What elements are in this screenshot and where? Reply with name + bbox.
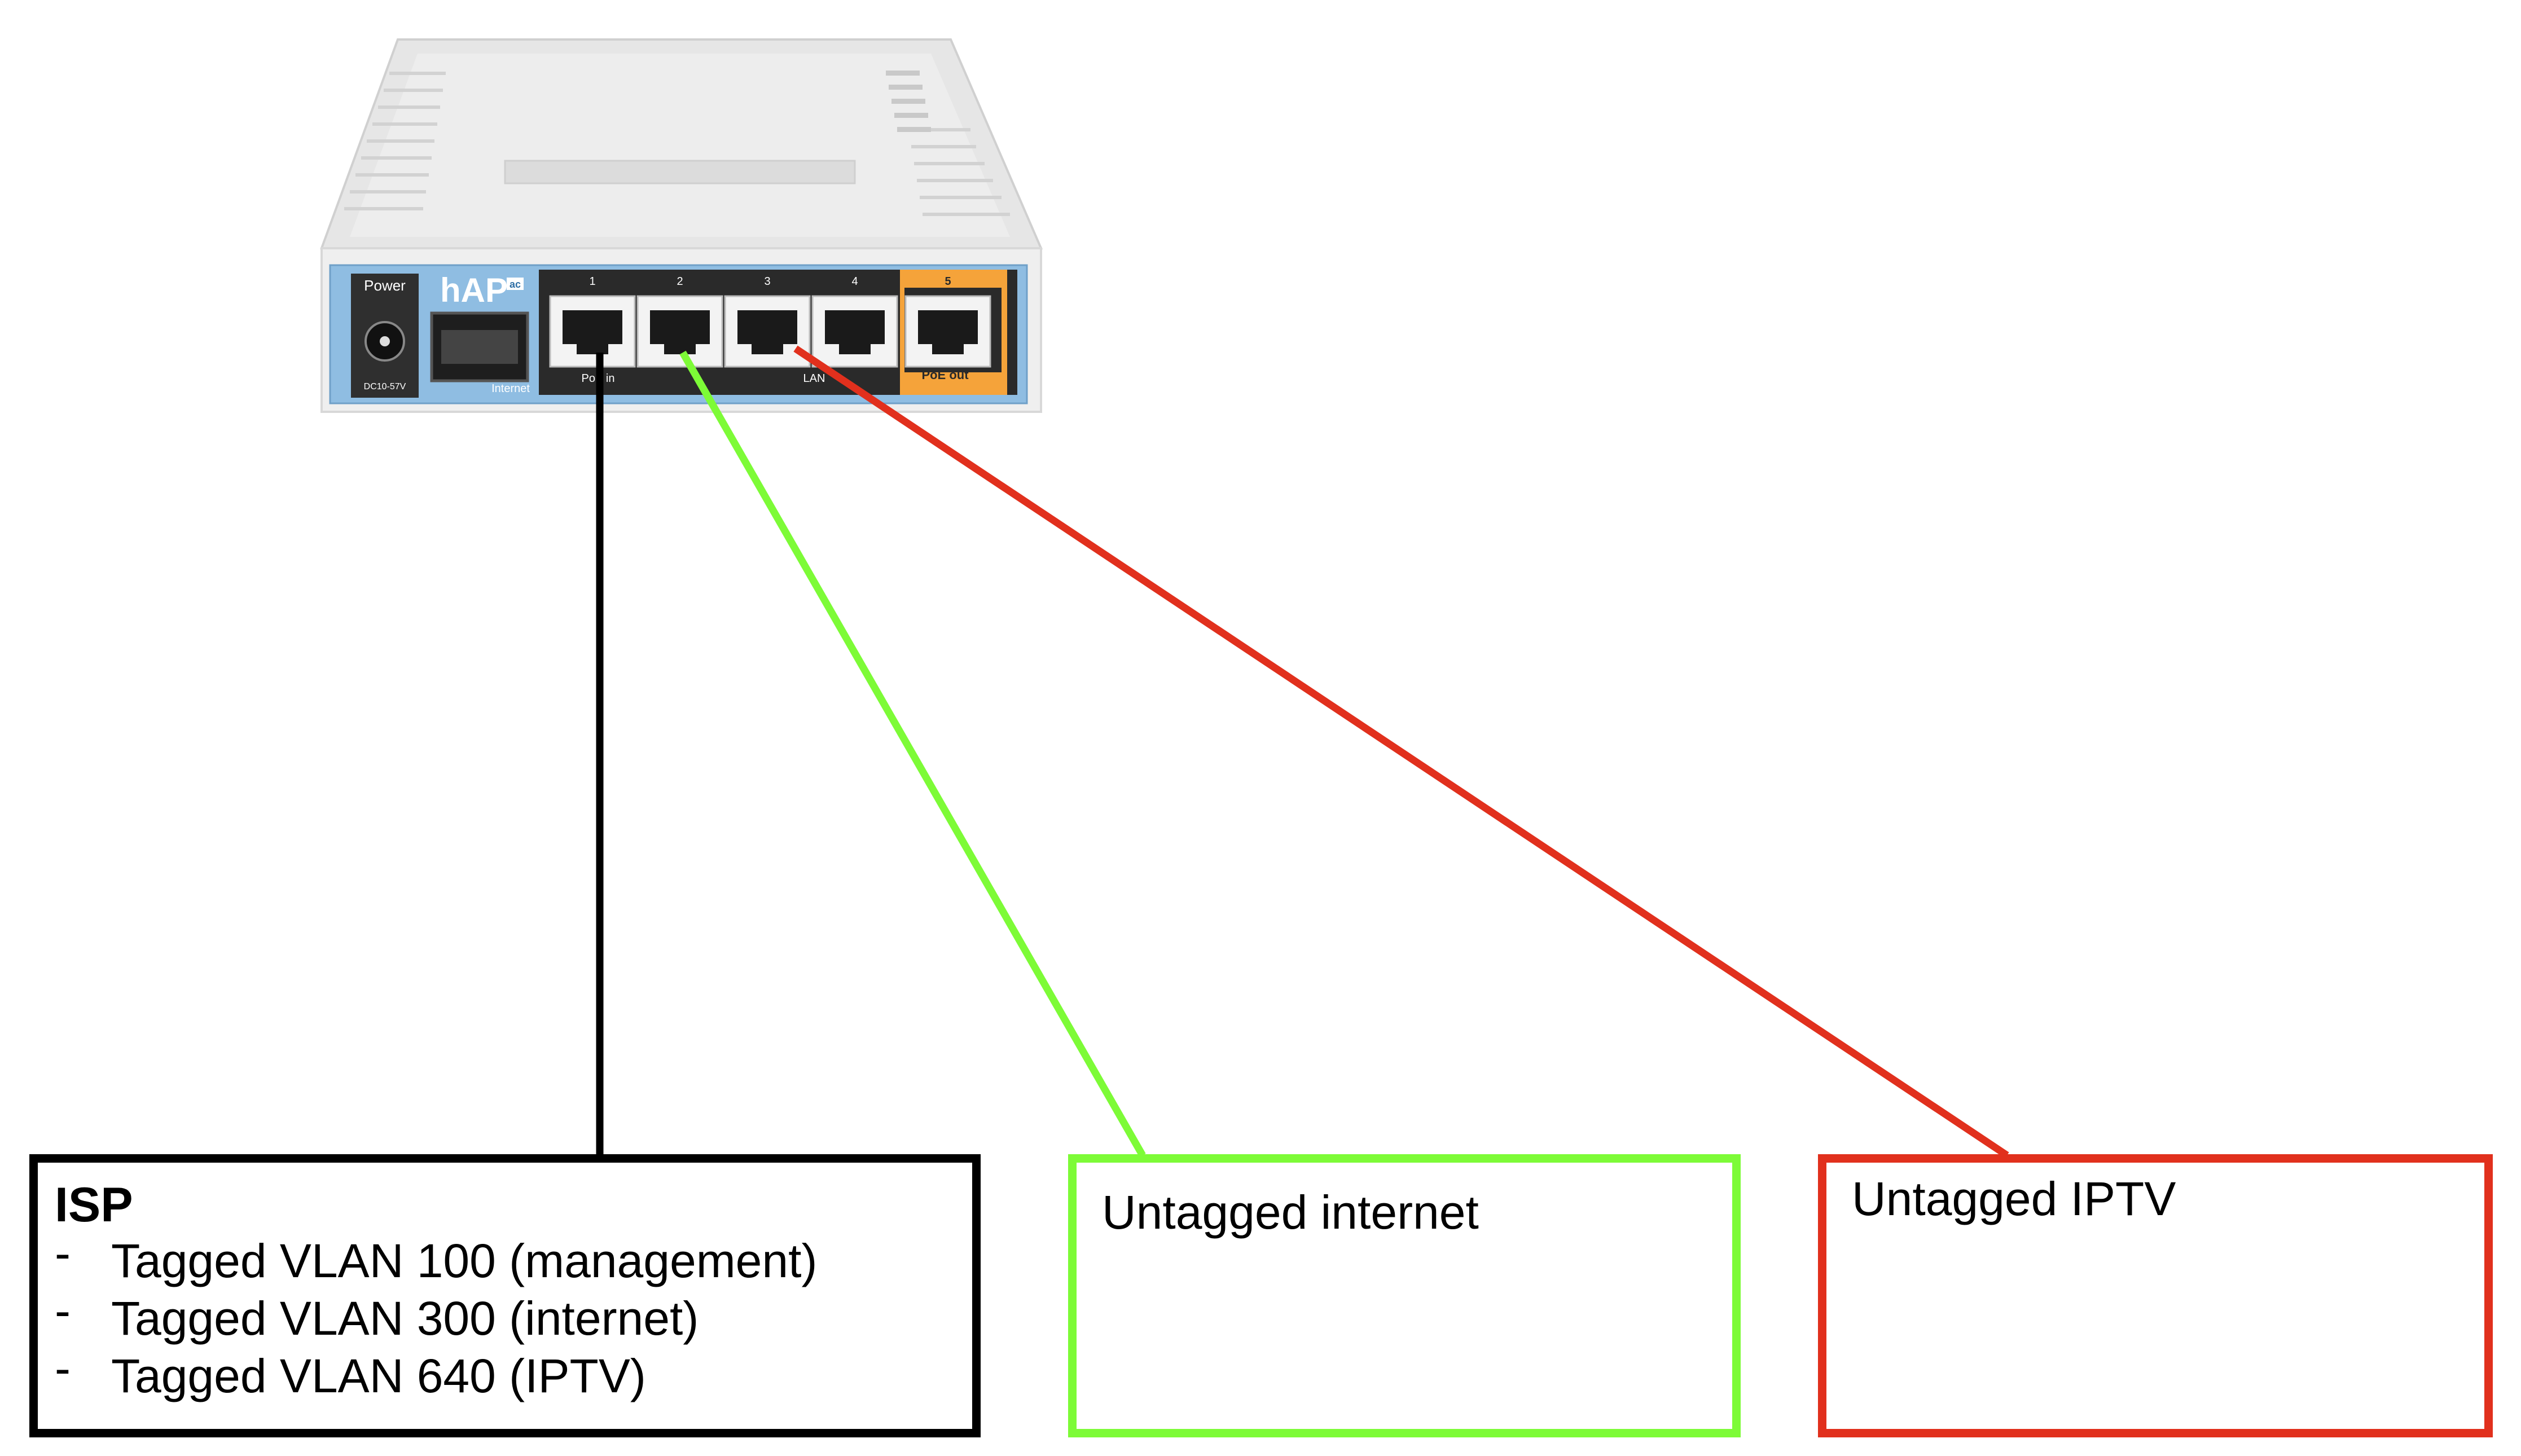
untagged-iptv-title: Untagged IPTV [1852,1172,2176,1225]
bullet-dash: - [55,1341,71,1395]
ethernet-port-socket [737,310,797,354]
dc-label: DC10-57V [364,382,406,392]
power-jack-pin [380,336,390,346]
model-badge-box [507,278,524,290]
port-number-label: 4 [851,275,858,288]
port-number-label: 1 [589,275,595,288]
iptv-cable-line [793,345,2009,1159]
untagged-internet-title: Untagged internet [1102,1186,1479,1239]
ethernet-port-socket [650,310,710,354]
sfp-slot [441,330,518,364]
vlan-640-text: Tagged VLAN 640 (IPTV) [111,1349,646,1402]
model-badge: ac [510,279,521,290]
isp-title: ISP [55,1178,133,1232]
port-number-label: 3 [764,275,770,288]
ethernet-port-socket [825,310,885,354]
router-leds [886,71,931,132]
vlan-300-text: Tagged VLAN 300 (internet) [111,1292,699,1345]
bullet-dash: - [55,1226,71,1279]
model-label: hAP [440,271,508,309]
routerboard-logo [504,160,856,184]
internet-label: Internet [491,382,530,395]
port-number-label: 2 [677,275,683,288]
router-top-highlight [350,54,1010,237]
lan-label: LAN [803,372,825,385]
ethernet-port-socket [918,310,978,354]
untagged-iptv-box: Untagged IPTV [1818,1154,2493,1437]
ethernet-ports: 1 2 3 4 5 [549,275,991,368]
bullet-dash: - [55,1284,71,1337]
poe-out-label: PoE out [921,368,969,382]
port-number-label: 5 [945,275,951,288]
router-vents-left [344,72,446,210]
internet-cable-line [679,350,1146,1158]
power-label: Power [364,277,406,294]
untagged-internet-box: Untagged internet [1068,1154,1741,1437]
ethernet-port-socket [563,310,622,354]
isp-box: ISP - Tagged VLAN 100 (management) - Tag… [29,1154,981,1437]
vlan-100-text: Tagged VLAN 100 (management) [111,1234,818,1287]
